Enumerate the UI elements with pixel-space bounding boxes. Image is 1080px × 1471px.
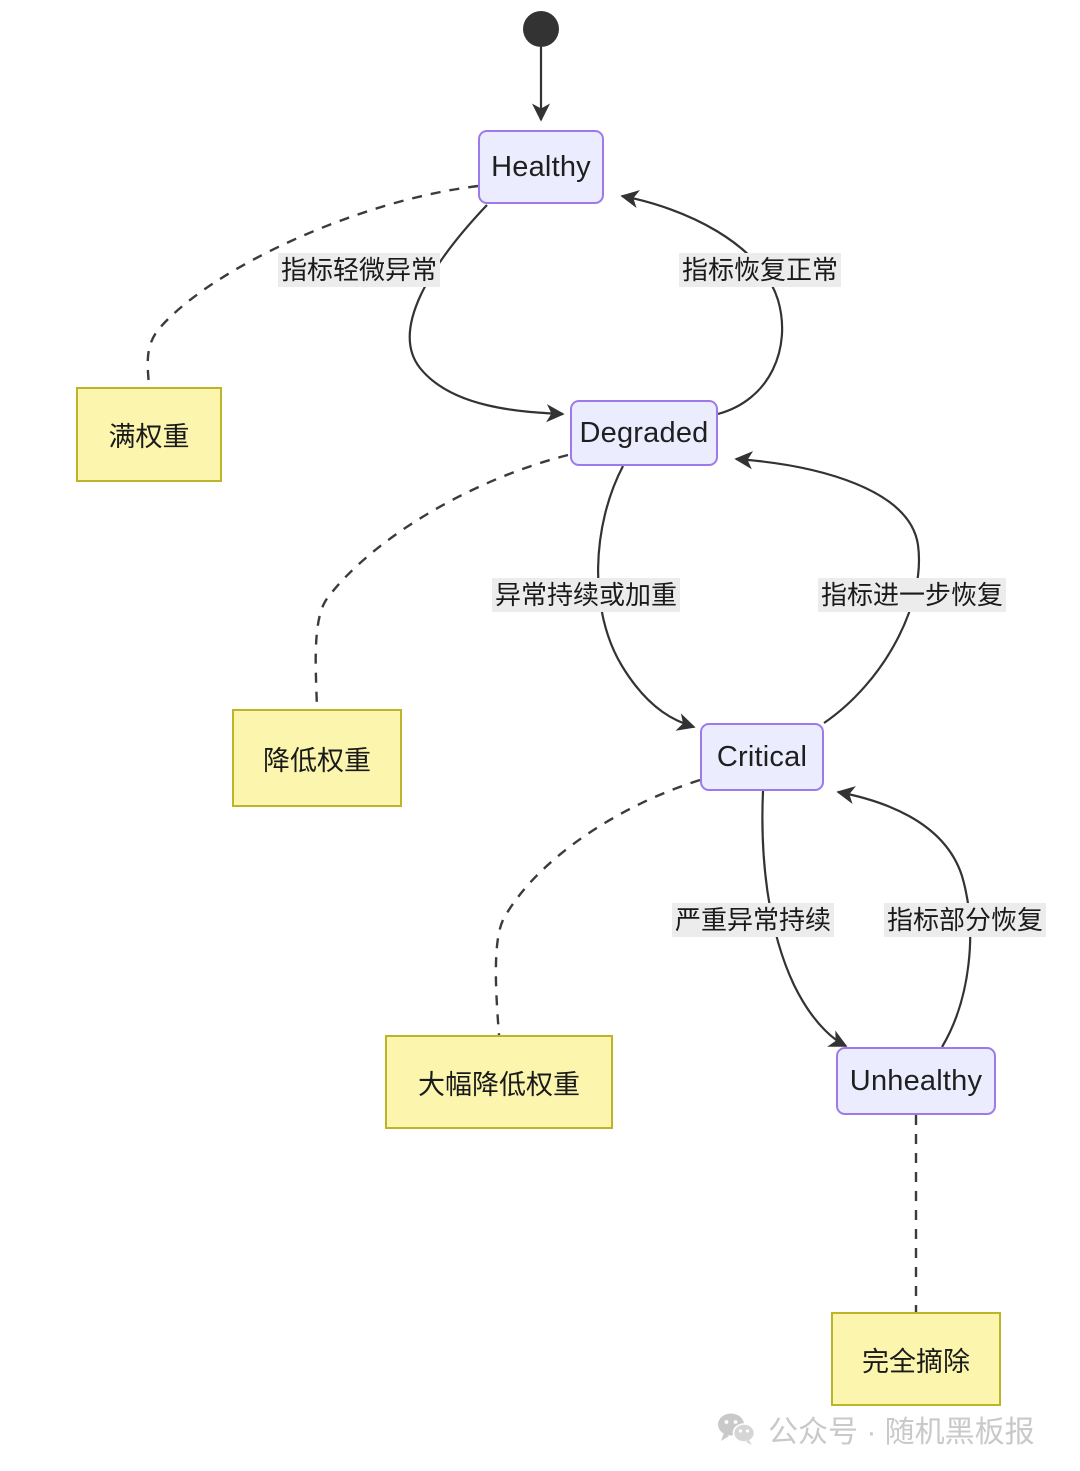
note-link-degraded (314, 453, 569, 710)
note-node-full-removal[interactable]: 完全摘除 (831, 1312, 1001, 1406)
edge-label-unhealthy-to-critical: 指标部分恢复 (884, 903, 1047, 938)
note-label-full-weight: 满权重 (108, 422, 190, 452)
watermark: 公众号 · 随机黑板报 (716, 1407, 1035, 1451)
note-node-big-reduce-weight[interactable]: 大幅降低权重 (385, 1035, 613, 1129)
watermark-text: 公众号 · 随机黑板报 (768, 1416, 1035, 1449)
start-state-dot (523, 11, 559, 47)
edge-critical-to-degraded (734, 451, 921, 724)
wechat-icon (716, 1412, 756, 1446)
state-node-healthy[interactable]: Healthy (478, 130, 604, 204)
state-label-healthy: Healthy (491, 150, 591, 183)
state-label-unhealthy: Unhealthy (849, 1064, 983, 1097)
note-label-reduce-weight: 降低权重 (263, 745, 371, 776)
edge-label-degraded-to-critical: 异常持续或加重 (492, 578, 681, 613)
state-label-degraded: Degraded (579, 416, 709, 449)
note-label-big-reduce-weight: 大幅降低权重 (418, 1069, 580, 1100)
note-label-full-removal: 完全摘除 (862, 1346, 970, 1377)
note-node-full-weight[interactable]: 满权重 (76, 387, 222, 482)
state-node-unhealthy[interactable]: Unhealthy (836, 1047, 996, 1115)
edge-label-healthy-to-degraded: 指标轻微异常 (278, 253, 441, 288)
edge-degraded-to-critical (597, 465, 696, 731)
state-node-critical[interactable]: Critical (700, 723, 824, 791)
edge-label-critical-to-unhealthy: 严重异常持续 (672, 903, 835, 938)
edge-healthy-to-degraded (408, 204, 565, 423)
state-node-degraded[interactable]: Degraded (570, 400, 718, 466)
edge-critical-to-unhealthy (761, 790, 848, 1047)
note-node-reduce-weight[interactable]: 降低权重 (232, 709, 402, 807)
edge-label-critical-to-degraded: 指标进一步恢复 (818, 578, 1007, 613)
note-link-healthy (146, 184, 479, 388)
edge-degraded-to-healthy (620, 190, 784, 416)
state-label-critical: Critical (716, 740, 808, 773)
note-link-critical (494, 778, 701, 1036)
edge-unhealthy-to-critical (836, 786, 972, 1048)
edge-label-degraded-to-healthy: 指标恢复正常 (679, 253, 842, 288)
